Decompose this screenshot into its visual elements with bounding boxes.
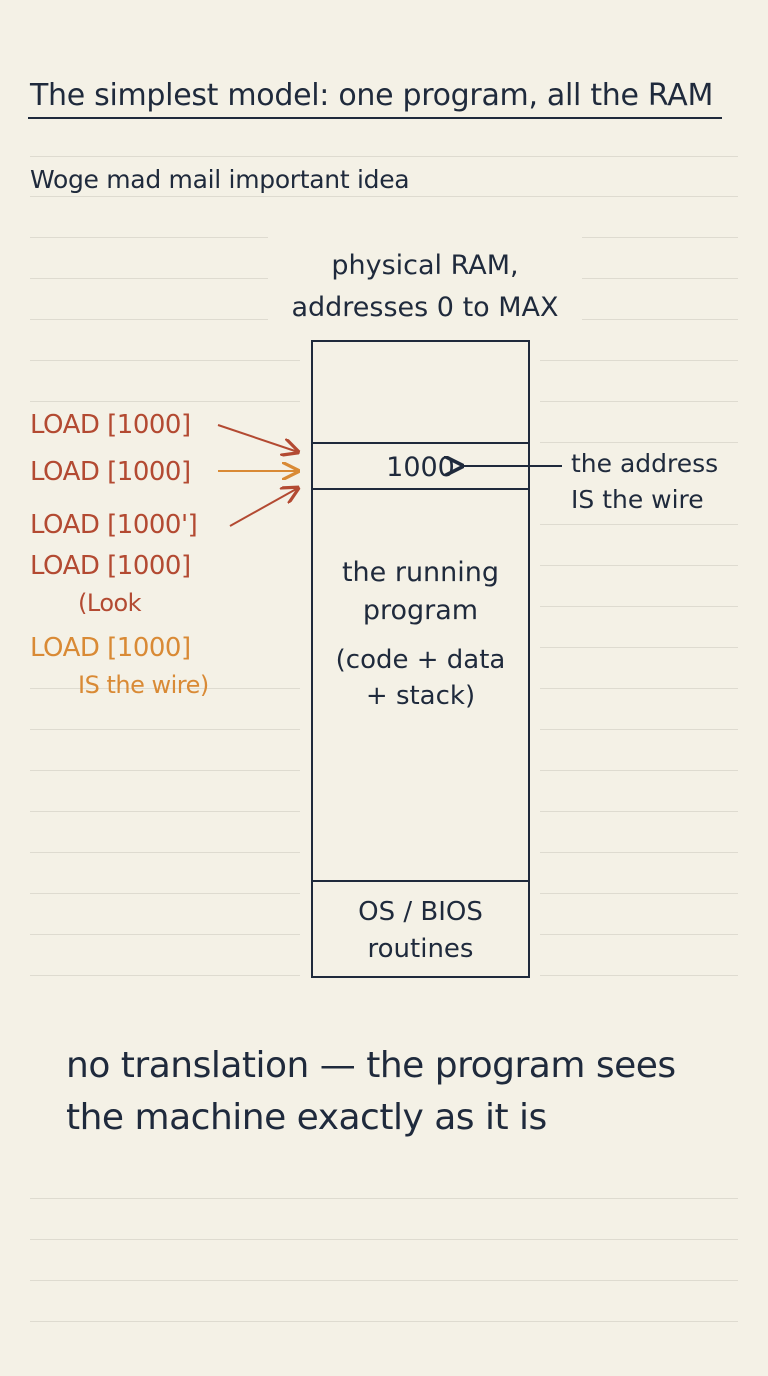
address-note-line: the address (571, 449, 719, 478)
ruled-line (30, 278, 268, 279)
title-underline (28, 117, 722, 119)
ruled-line (582, 319, 738, 320)
os-block-label: OS / BIOS routines (313, 894, 528, 968)
load-note: IS the wire) (78, 671, 209, 699)
ruled-line (540, 606, 738, 607)
load-instruction: LOAD [1000] (30, 633, 191, 663)
load-instruction: LOAD [1000] (30, 410, 191, 440)
program-subline: (code + data (335, 645, 506, 675)
ram-label-line: physical RAM, (331, 250, 519, 281)
ruled-line (30, 237, 268, 238)
ruled-line (30, 1280, 738, 1281)
ruled-line (30, 934, 300, 935)
ruled-line (30, 975, 300, 976)
ruled-line (30, 1239, 738, 1240)
ram-label: physical RAM, addresses 0 to MAX (270, 245, 580, 329)
ruled-line (540, 565, 738, 566)
ruled-line (30, 893, 300, 894)
ruled-line (540, 934, 738, 935)
load-instruction: LOAD [1000] (30, 551, 191, 581)
ruled-line (540, 442, 738, 443)
load-note: (Look (78, 589, 142, 617)
ruled-line (540, 893, 738, 894)
arrow-to-address (217, 424, 298, 452)
program-block-sublabel: (code + data + stack) (313, 642, 528, 714)
ruled-line (30, 1321, 738, 1322)
ruled-line (30, 360, 300, 361)
ruled-line (30, 811, 300, 812)
address-note: the address IS the wire (571, 446, 718, 518)
load-instruction: LOAD [1000] (30, 457, 191, 487)
ruled-line (30, 1198, 738, 1199)
ruled-line (540, 401, 738, 402)
ruled-line (540, 729, 738, 730)
arrow-to-address (229, 488, 298, 527)
ruled-line (30, 770, 300, 771)
ruled-line (30, 852, 300, 853)
ruled-line (540, 770, 738, 771)
ruled-line (540, 852, 738, 853)
address-cell-label: 1000 (386, 452, 455, 483)
ruled-line (540, 360, 738, 361)
ruled-line (540, 647, 738, 648)
divider-line (313, 880, 528, 882)
ruled-line (582, 278, 738, 279)
program-line: the running (341, 557, 500, 588)
ruled-line (540, 688, 738, 689)
ruled-line (540, 524, 738, 525)
program-line: program (362, 595, 479, 626)
ruled-line (540, 975, 738, 976)
load-instruction: LOAD [1000'] (30, 510, 198, 540)
caption-line: the machine exactly as it is (66, 1097, 547, 1138)
divider-line (313, 488, 528, 490)
address-note-line: IS the wire (571, 485, 704, 514)
os-line: routines (367, 934, 474, 964)
ruled-line (30, 319, 268, 320)
ruled-line (30, 196, 738, 197)
subtitle: Woge mad mail important idea (30, 165, 410, 194)
page-title: The simplest model: one program, all the… (30, 78, 714, 113)
ram-box: 1000 the running program (code + data + … (311, 340, 530, 978)
ruled-line (30, 156, 738, 157)
program-block-label: the running program (313, 554, 528, 630)
caption: no translation — the program sees the ma… (66, 1040, 676, 1144)
program-subline: + stack) (365, 681, 476, 711)
ruled-line (30, 688, 300, 689)
os-line: OS / BIOS (358, 897, 483, 927)
ruled-line (540, 811, 738, 812)
divider-line (313, 442, 528, 444)
ruled-line (30, 401, 300, 402)
ram-label-line: addresses 0 to MAX (291, 292, 559, 323)
ruled-line (582, 237, 738, 238)
caption-line: no translation — the program sees (66, 1045, 676, 1086)
ruled-line (30, 729, 300, 730)
